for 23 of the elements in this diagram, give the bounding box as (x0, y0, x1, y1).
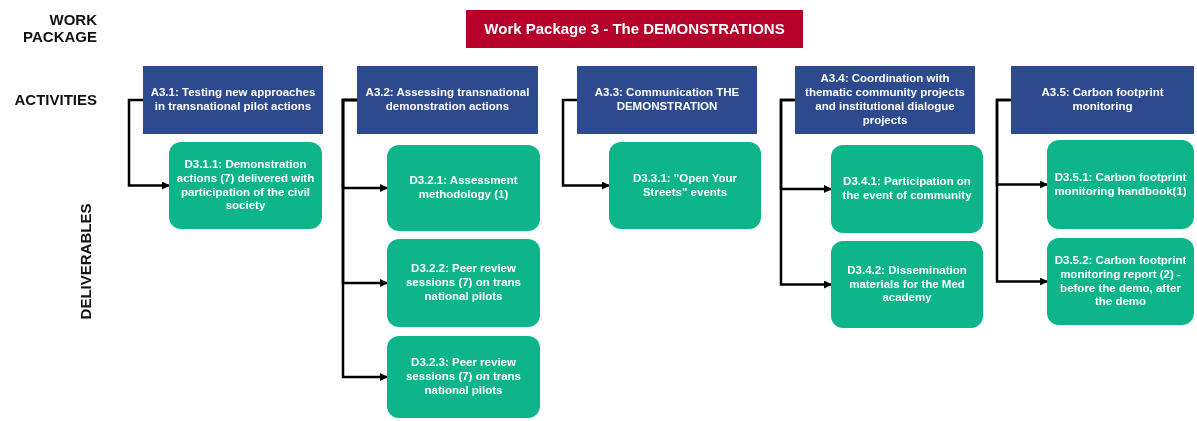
deliverable-box: D3.4.2: Dissemination materials for the Med academy (831, 241, 983, 328)
deliverable-box: D3.4.1: Participation on the event of community (831, 145, 983, 233)
connector-arrow (341, 98, 388, 381)
activity-box: A3.2: Assessing transnational demonstration actions (357, 66, 538, 134)
deliverable-box: D3.5.1: Carbon footprint monitoring handbook(1) (1047, 140, 1194, 229)
row-heading: WORK PACKAGE (22, 12, 97, 45)
connector-arrow (127, 98, 170, 190)
activity-box: A3.4: Coordination with thematic community projects and institutional dialogue projects (795, 66, 975, 134)
connector-arrow (561, 98, 610, 190)
deliverable-box: D3.1.1: Demonstration actions (7) delivered with participation of the civil society (169, 142, 322, 229)
activity-box: A3.3: Communication THE DEMONSTRATION (577, 66, 757, 134)
row-heading: DELIVERABLES (76, 202, 94, 322)
deliverable-box: D3.5.2: Carbon footprint monitoring report (2) - before the demo, after the demo (1047, 238, 1194, 325)
deliverable-box: D3.3.1: "Open Your Streets" events (609, 142, 761, 229)
deliverable-box: D3.2.1: Assessment methodology (1) (387, 145, 540, 231)
connector-arrow (779, 98, 832, 289)
deliverable-box: D3.2.2: Peer review sessions (7) on trans national pilots (387, 239, 540, 327)
row-heading: ACTIVITIES (13, 92, 97, 109)
activity-box: A3.1: Testing new approaches in transnational pilot actions (143, 66, 323, 134)
work-package-box: Work Package 3 - The DEMONSTRATIONS (466, 10, 803, 48)
activity-box: A3.5: Carbon footprint monitoring (1011, 66, 1194, 134)
deliverable-box: D3.2.3: Peer review sessions (7) on trans national pilots (387, 336, 540, 418)
connector-arrow (995, 98, 1048, 286)
